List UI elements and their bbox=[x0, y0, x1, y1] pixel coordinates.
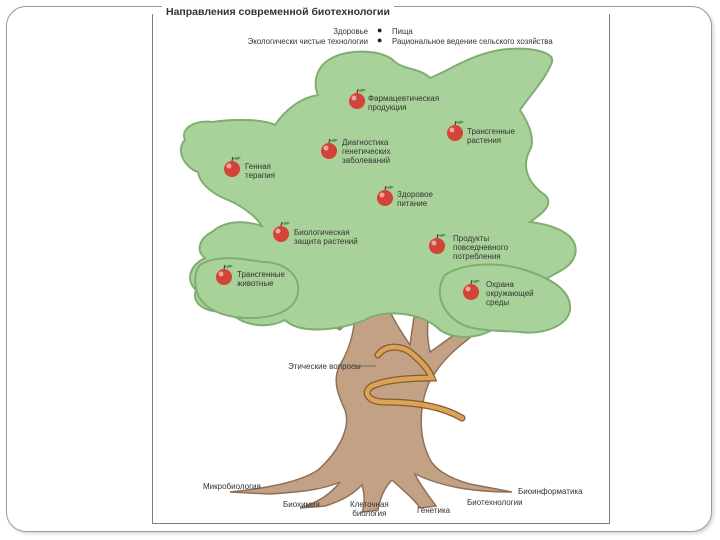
apple-label-environment: Охрана окружающей среды bbox=[486, 280, 534, 307]
root-label-bioinformatics: Биоинформатика bbox=[518, 487, 583, 496]
apple-icon bbox=[447, 120, 464, 141]
tree-foliage-lobe bbox=[438, 263, 572, 334]
apple-label-healthy-food: Здоровое питание bbox=[397, 190, 433, 208]
apple-label-transgenic-animals: Трансгенные животные bbox=[237, 270, 285, 288]
apple-label-gene-therapy: Генная терапия bbox=[245, 162, 276, 180]
apple-label-everyday-products: Продукты повседневного потребления bbox=[453, 234, 509, 261]
legend-food: Пища bbox=[392, 27, 413, 36]
apple-icon bbox=[429, 233, 446, 254]
legend-agriculture: Рациональное ведение сельского хозяйства bbox=[392, 37, 553, 46]
legend-bullet: ● bbox=[377, 25, 383, 35]
root-label-microbiology: Микробиология bbox=[203, 482, 261, 491]
apple-icon bbox=[216, 264, 233, 285]
apple-icon bbox=[273, 221, 290, 242]
snake bbox=[364, 344, 465, 421]
apple-label-bio-protection: Биологическая защита растений bbox=[294, 228, 358, 246]
root-label-biotechnology: Биотехнологии bbox=[467, 498, 523, 507]
legend-eco-tech: Экологически чистые технологии bbox=[247, 37, 368, 46]
apple-icon bbox=[377, 185, 394, 206]
apple-icon bbox=[463, 279, 480, 300]
tree-foliage-lobe bbox=[194, 257, 300, 320]
apple-label-genetic-diagnostics: Диагностика генетических заболеваний bbox=[342, 138, 391, 165]
ethics-label: Этические вопросы bbox=[288, 362, 361, 371]
apple-icon bbox=[349, 88, 366, 109]
apple-label-transgenic-plants: Трансгенные растения bbox=[467, 127, 515, 145]
root-label-biochemistry: Биохимия bbox=[283, 500, 320, 509]
apple-label-pharma: Фармацевтическая продукция bbox=[368, 94, 440, 112]
root-label-cell-biology: Клеточная биология bbox=[350, 500, 389, 518]
root-label-genetics: Генетика bbox=[417, 506, 451, 515]
legend-bullet: ● bbox=[377, 35, 383, 45]
apple-icon bbox=[321, 138, 338, 159]
legend-health: Здоровье bbox=[333, 27, 368, 36]
apple-icon bbox=[224, 156, 241, 177]
figure-title: Направления современной биотехнологии bbox=[162, 6, 394, 18]
